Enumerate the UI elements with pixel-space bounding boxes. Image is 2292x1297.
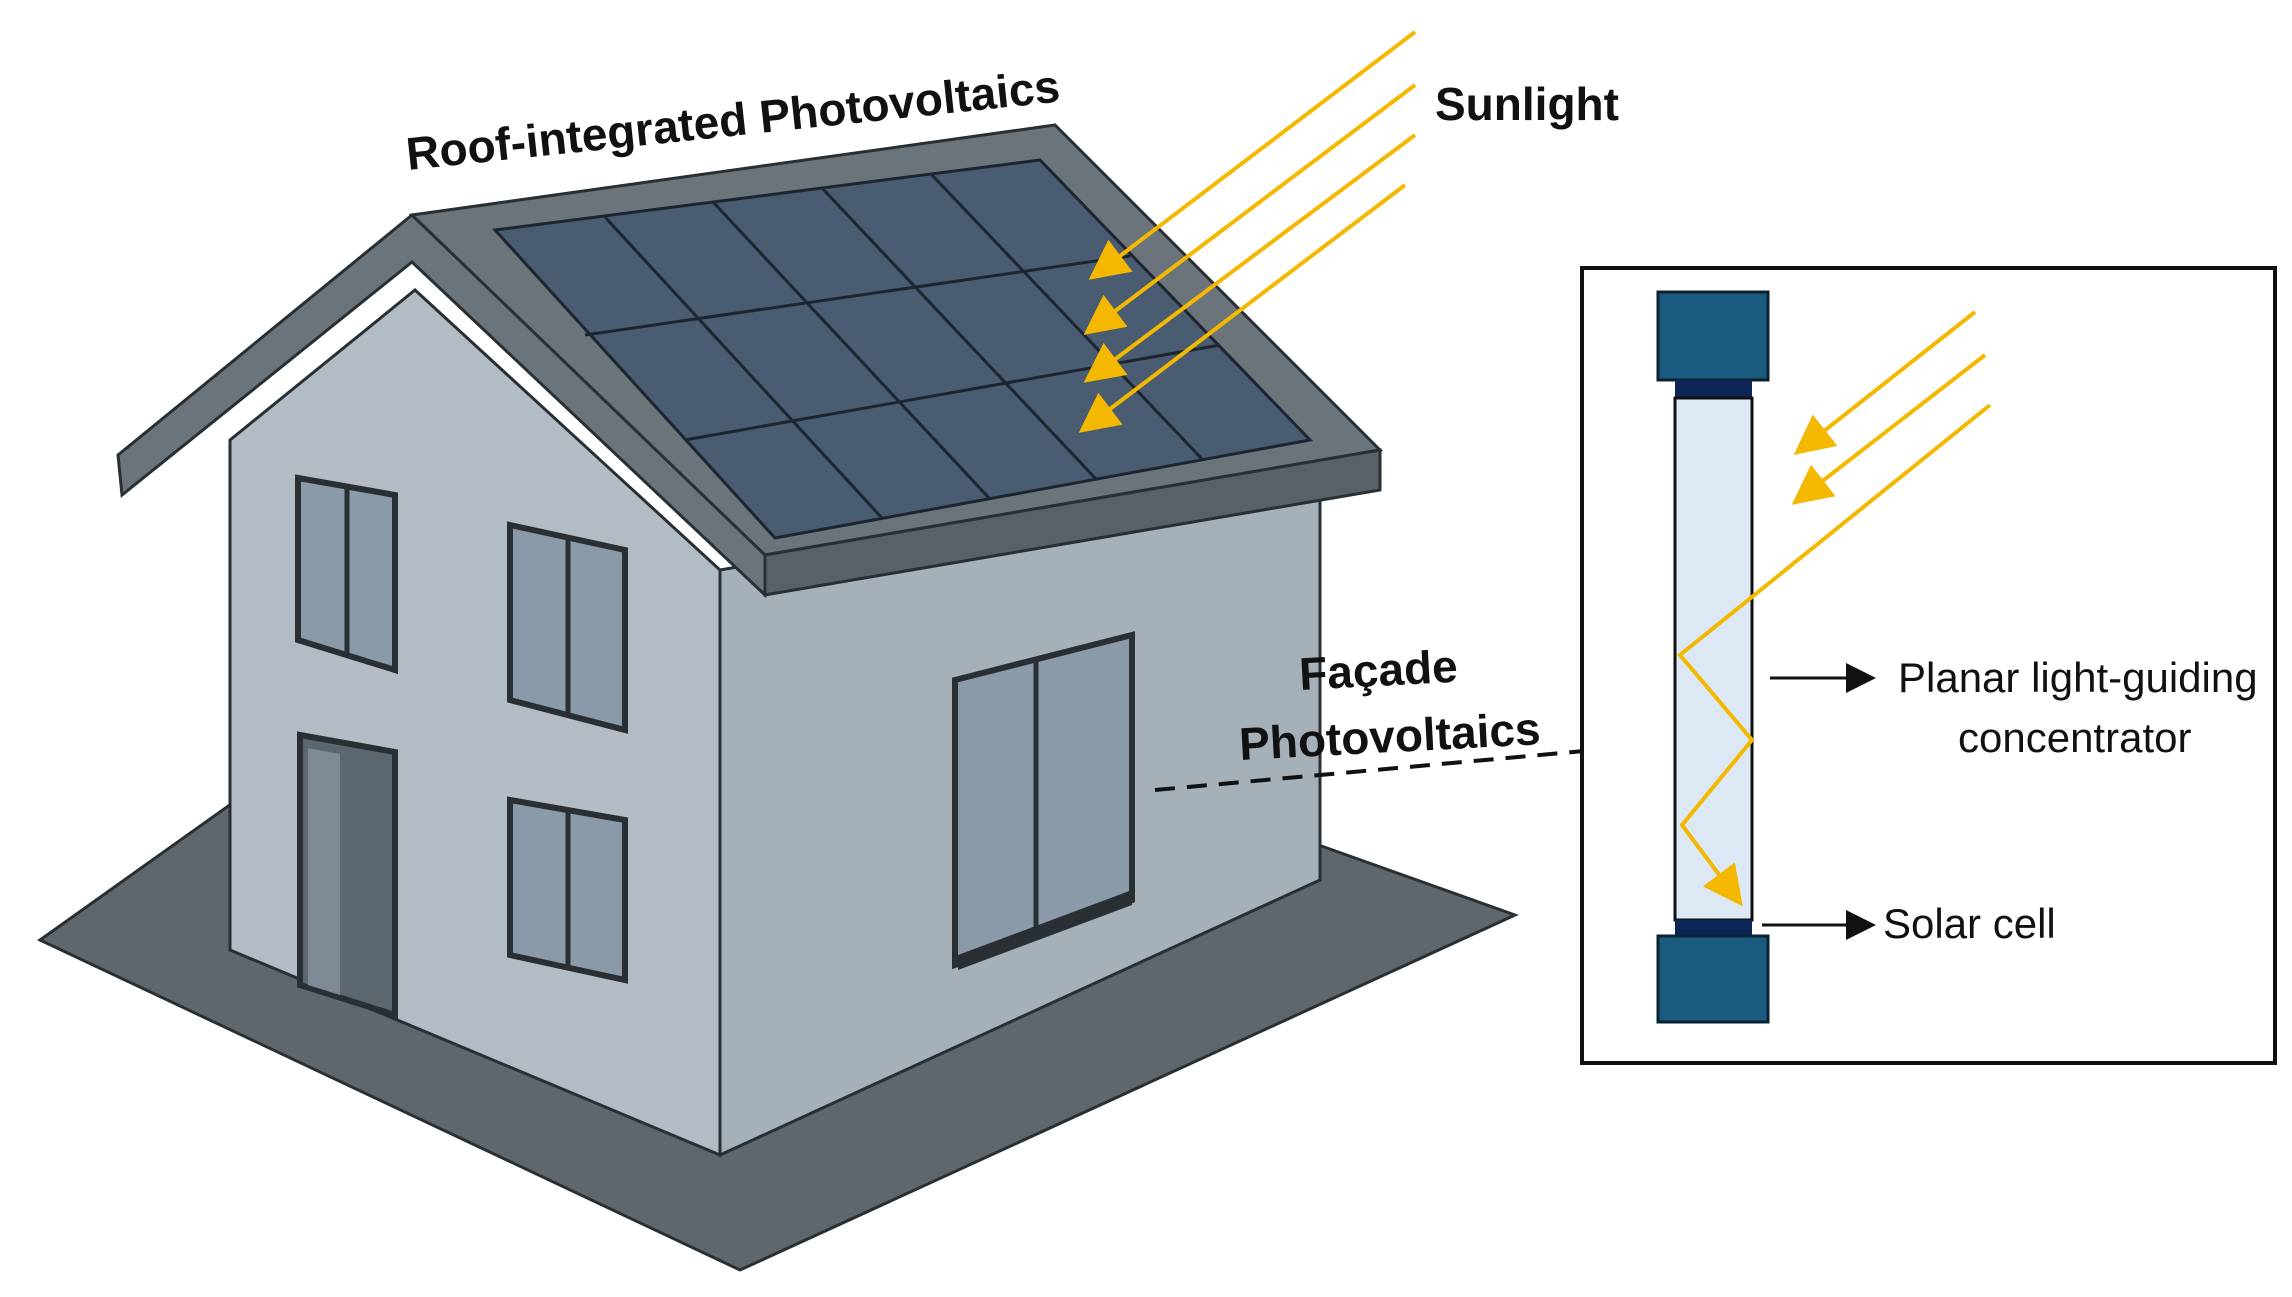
house-door xyxy=(297,731,398,1020)
sunlight-rays-roof xyxy=(1078,30,1417,433)
front-window xyxy=(952,631,1135,970)
roof-edge xyxy=(763,448,1382,597)
top-solar-cell xyxy=(1675,380,1752,398)
gable-window-upper-left xyxy=(295,474,398,675)
bottom-solar-cell xyxy=(1675,920,1752,936)
concentrator-label-line1: Planar light-guiding xyxy=(1898,654,2258,701)
facade-pv-label-line1: Façade xyxy=(1298,640,1459,700)
concentrator-label-line2: concentrator xyxy=(1958,714,2191,761)
concentrator-assembly xyxy=(1656,290,1770,1024)
light-guide-panel xyxy=(1673,396,1754,922)
sunlight-label: Sunlight xyxy=(1435,78,1619,130)
sunlight-rays-inset xyxy=(1677,310,1992,907)
solar-cell-label: Solar cell xyxy=(1883,900,2056,947)
bottom-cell-block xyxy=(1656,934,1770,1024)
gable-window-lower-right xyxy=(507,796,628,984)
facade-pointer-arrow xyxy=(1154,727,1658,792)
gable-window-upper-right xyxy=(507,521,628,734)
top-cell-block xyxy=(1656,290,1770,382)
